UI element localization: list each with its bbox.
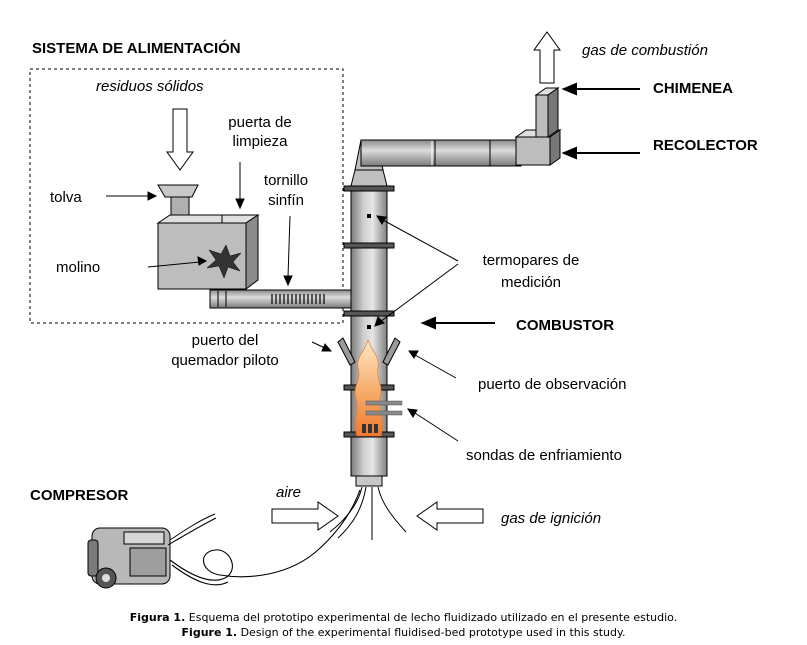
feed-system-title: SISTEMA DE ALIMENTACIÓN — [32, 40, 241, 57]
combustion-gas-arrow — [533, 31, 561, 84]
ignition-gas-arrow — [416, 501, 484, 531]
cooling-probes — [365, 400, 403, 416]
screw-label-1: tornillo — [263, 172, 309, 189]
thermocouples-label-1: termopares de — [482, 252, 580, 269]
combustion-gas-label: gas de combustión — [582, 42, 708, 59]
hopper-label: tolva — [50, 189, 82, 206]
compressor-label: COMPRESOR — [30, 487, 129, 504]
screw-label-2: sinfín — [268, 192, 304, 209]
caption-es-text: Esquema del prototipo experimental de le… — [185, 611, 678, 624]
pilot-port-label-1: puerto del — [191, 332, 259, 349]
caption-es-label: Figura 1. — [129, 611, 186, 624]
ignition-gas-label: gas de ignición — [501, 510, 602, 527]
air-hose — [169, 489, 361, 586]
side-ports — [337, 337, 401, 366]
inlet-hoses — [329, 486, 407, 540]
caption-es: Figura 1. Esquema del prototipo experime… — [0, 611, 807, 625]
thermocouples-label-2: medición — [500, 274, 562, 291]
solid-waste-arrow — [166, 108, 194, 171]
hopper — [157, 184, 199, 224]
chimney — [534, 87, 560, 138]
air-arrow — [271, 501, 339, 531]
mill — [156, 214, 260, 290]
cleaning-door-label-1: puerta de — [228, 114, 292, 131]
feed-system-boundary — [29, 68, 344, 324]
observation-port-label: puerto de observación — [478, 376, 627, 393]
air-label: aire — [276, 484, 302, 501]
caption-en-text: Design of the experimental fluidised-bed… — [237, 626, 626, 639]
caption-en: Figure 1. Design of the experimental flu… — [0, 626, 807, 640]
combustor-label: COMBUSTOR — [516, 317, 615, 334]
compressor — [87, 513, 217, 589]
caption-en-label: Figure 1. — [181, 626, 238, 639]
pilot-port-label-2: quemador piloto — [171, 352, 279, 369]
exhaust-duct — [354, 139, 522, 171]
leader-arrows — [106, 162, 459, 442]
combustor-column — [343, 169, 395, 487]
cleaning-door-label-2: limpieza — [232, 133, 288, 150]
chimney-label: CHIMENEA — [653, 80, 734, 97]
solid-waste-label: residuos sólidos — [96, 78, 204, 95]
pointer-arrows — [420, 82, 640, 330]
mill-label: molino — [56, 259, 101, 276]
cooling-probes-label: sondas de enfriamiento — [466, 447, 622, 464]
collector-label: RECOLECTOR — [653, 137, 758, 154]
